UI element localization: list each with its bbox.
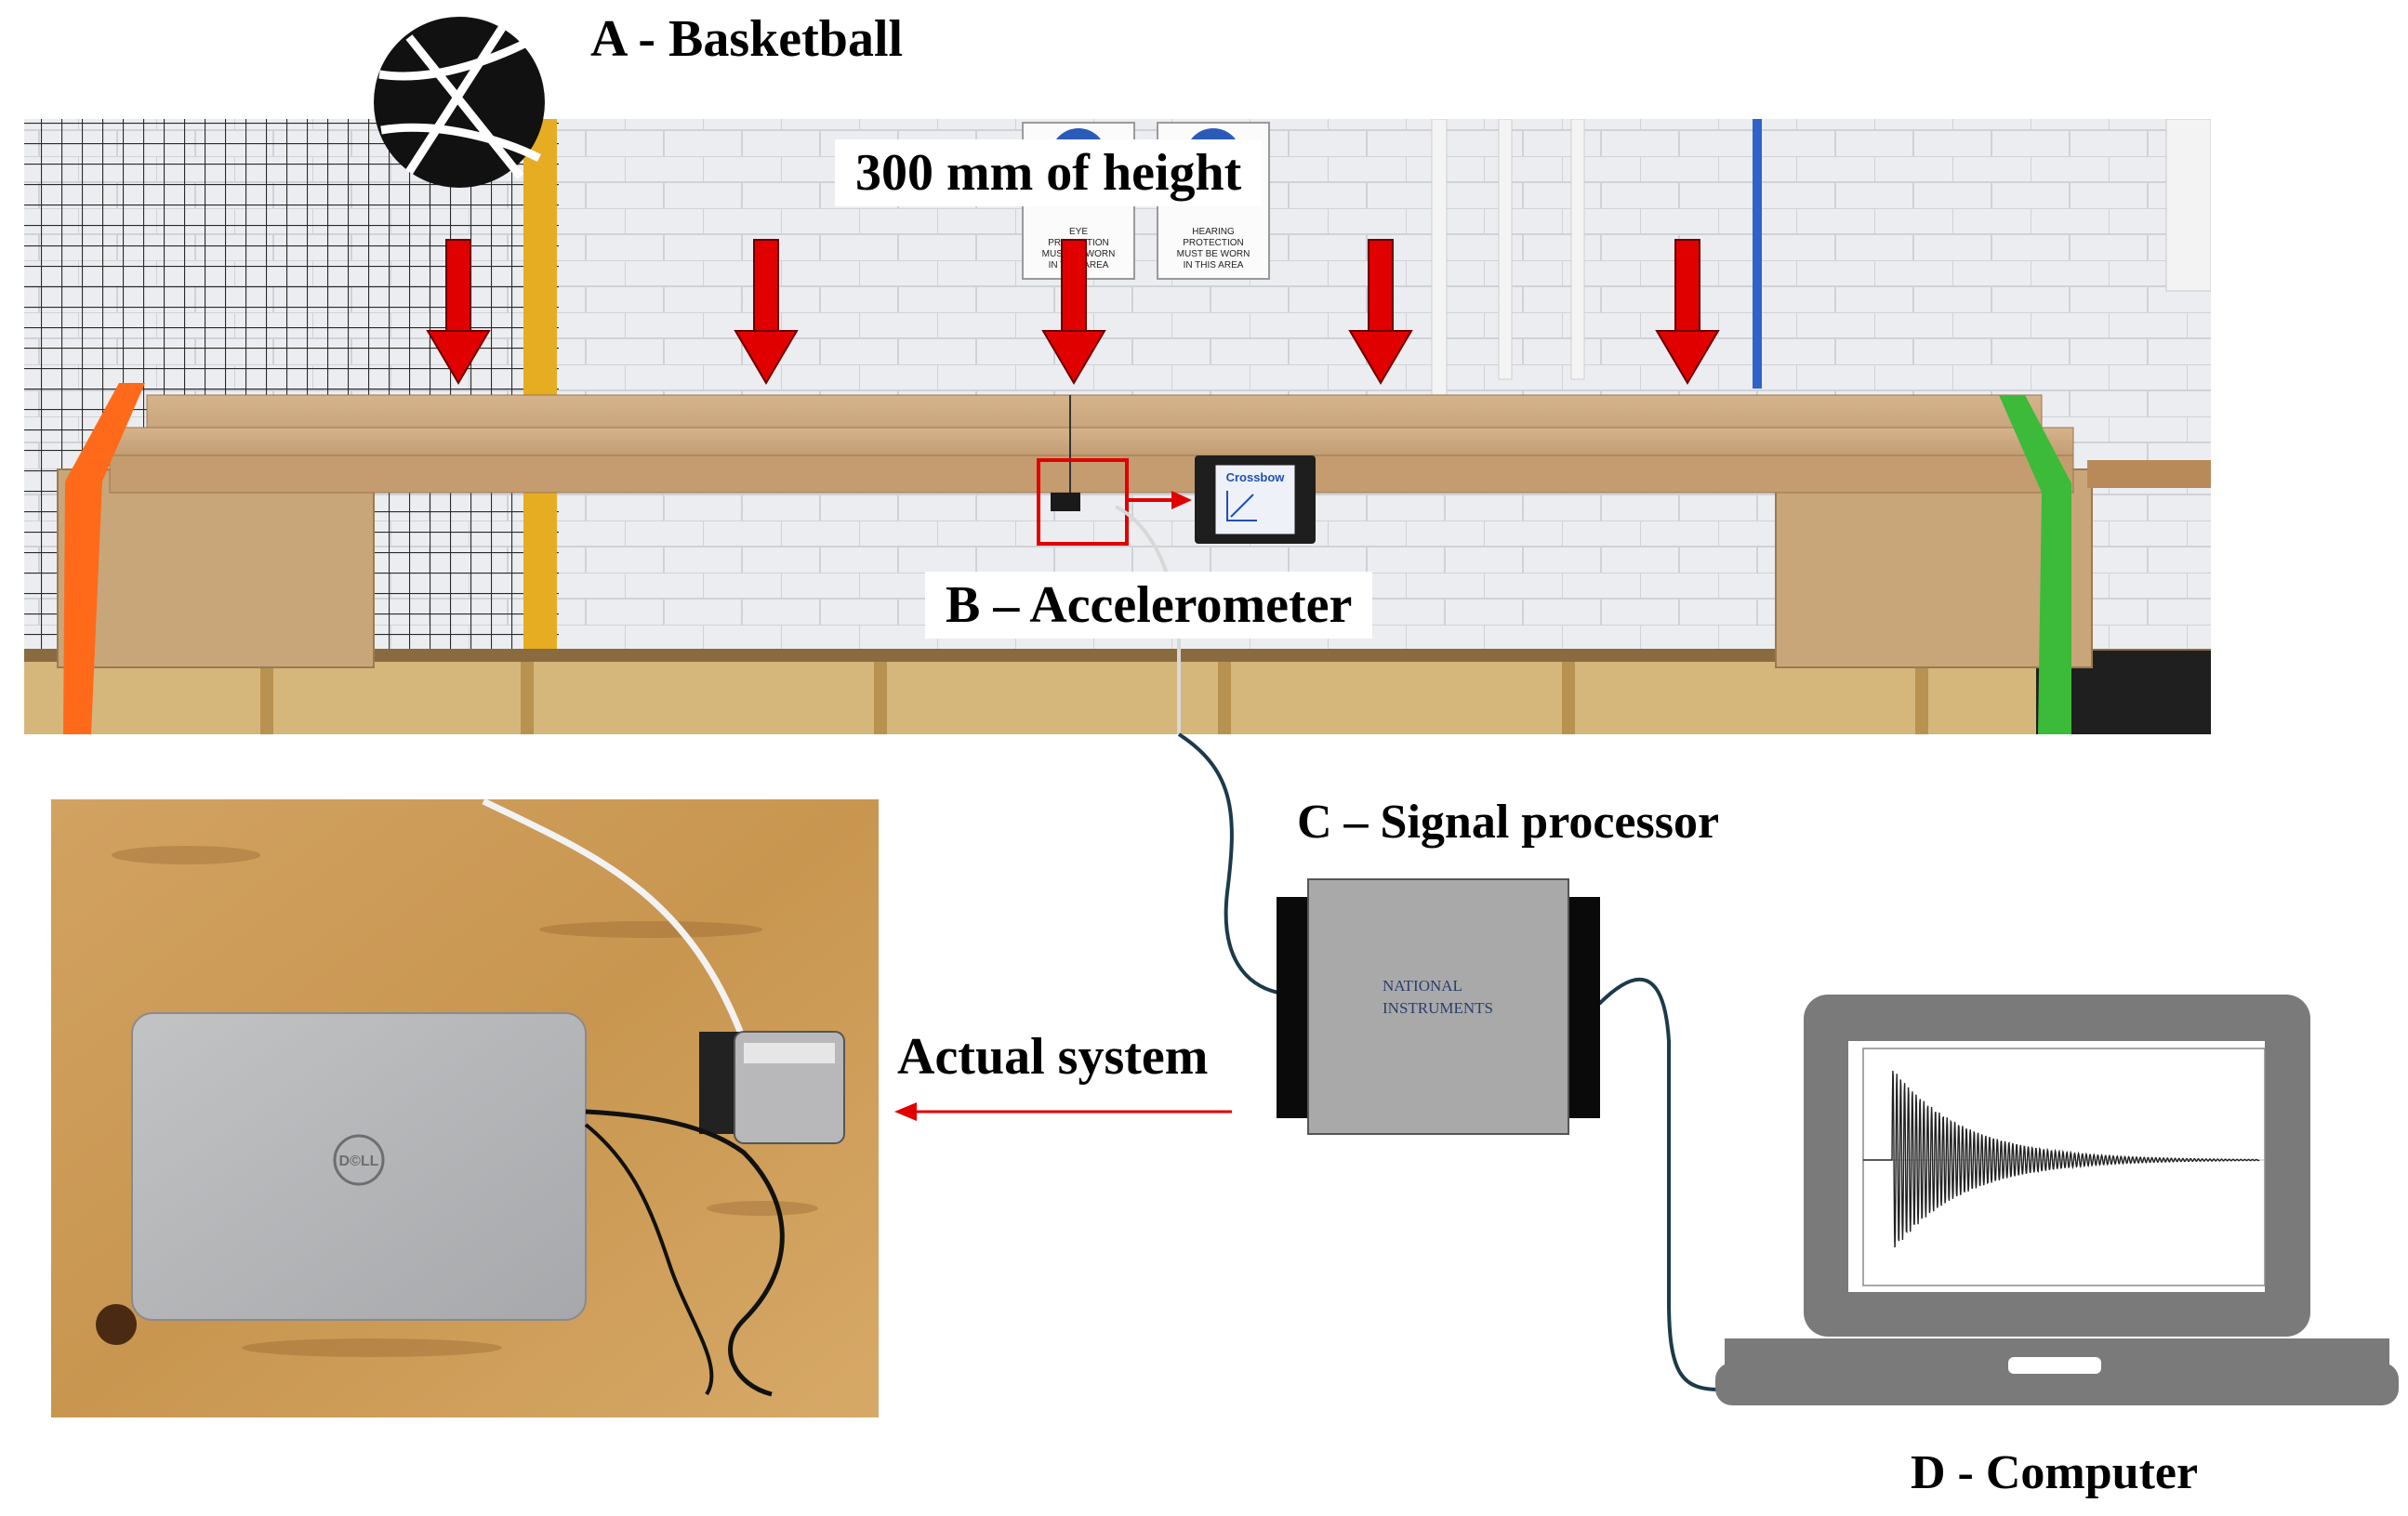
- signal-processor-icon: NATIONAL INSTRUMENTS: [1277, 878, 1600, 1135]
- drop-arrow-icon: [1655, 239, 1720, 385]
- sign-right-line-1: HEARING: [1192, 227, 1235, 237]
- crossbow-brand: Crossbow: [1226, 470, 1286, 484]
- basketball-icon: [374, 17, 545, 188]
- signal-processor-label: C – Signal processor: [1297, 796, 1720, 849]
- zoom-arrow-icon: [1127, 491, 1192, 509]
- vibration-plot: [1862, 1048, 2266, 1286]
- processor-to-computer-cable: [1597, 977, 1721, 1391]
- decay-signal: [1863, 1071, 2260, 1247]
- drop-height-label: 300 mm of height: [835, 139, 1263, 206]
- test-rig-photo: EYE PROTECTION MUST BE WORN IN THIS AREA…: [24, 119, 2211, 734]
- sign-right-line-4: IN THIS AREA: [1184, 260, 1244, 270]
- sensor-to-processor-cable: [1177, 732, 1279, 995]
- accelerometer-sensor: [1051, 493, 1080, 511]
- computer-label: D - Computer: [1911, 1446, 2199, 1499]
- processor-brand-line-1: NATIONAL: [1383, 977, 1462, 995]
- laptop-logo: D©LL: [339, 1153, 379, 1169]
- drop-arrow-icon: [1041, 239, 1106, 385]
- processor-brand-line-2: INSTRUMENTS: [1383, 999, 1493, 1017]
- laptop-icon: [1715, 995, 2399, 1405]
- actual-system-label: Actual system: [897, 1028, 1209, 1086]
- accelerometer-closeup: Crossbow: [1195, 455, 1316, 544]
- sign-left-line-1: EYE: [1069, 227, 1088, 237]
- accelerometer-label: B – Accelerometer: [925, 572, 1373, 639]
- drop-arrow-icon: [1348, 239, 1413, 385]
- basketball-label: A - Basketball: [590, 10, 904, 68]
- drop-arrows: [426, 239, 1720, 385]
- drop-arrow-icon: [426, 239, 491, 385]
- sign-right-line-2: PROTECTION: [1183, 238, 1244, 248]
- sign-right-line-3: MUST BE WORN: [1177, 249, 1250, 259]
- actual-system-photo: D©LL: [51, 798, 879, 1417]
- actual-system-arrow-icon: [894, 1102, 1232, 1121]
- drop-arrow-icon: [734, 239, 799, 385]
